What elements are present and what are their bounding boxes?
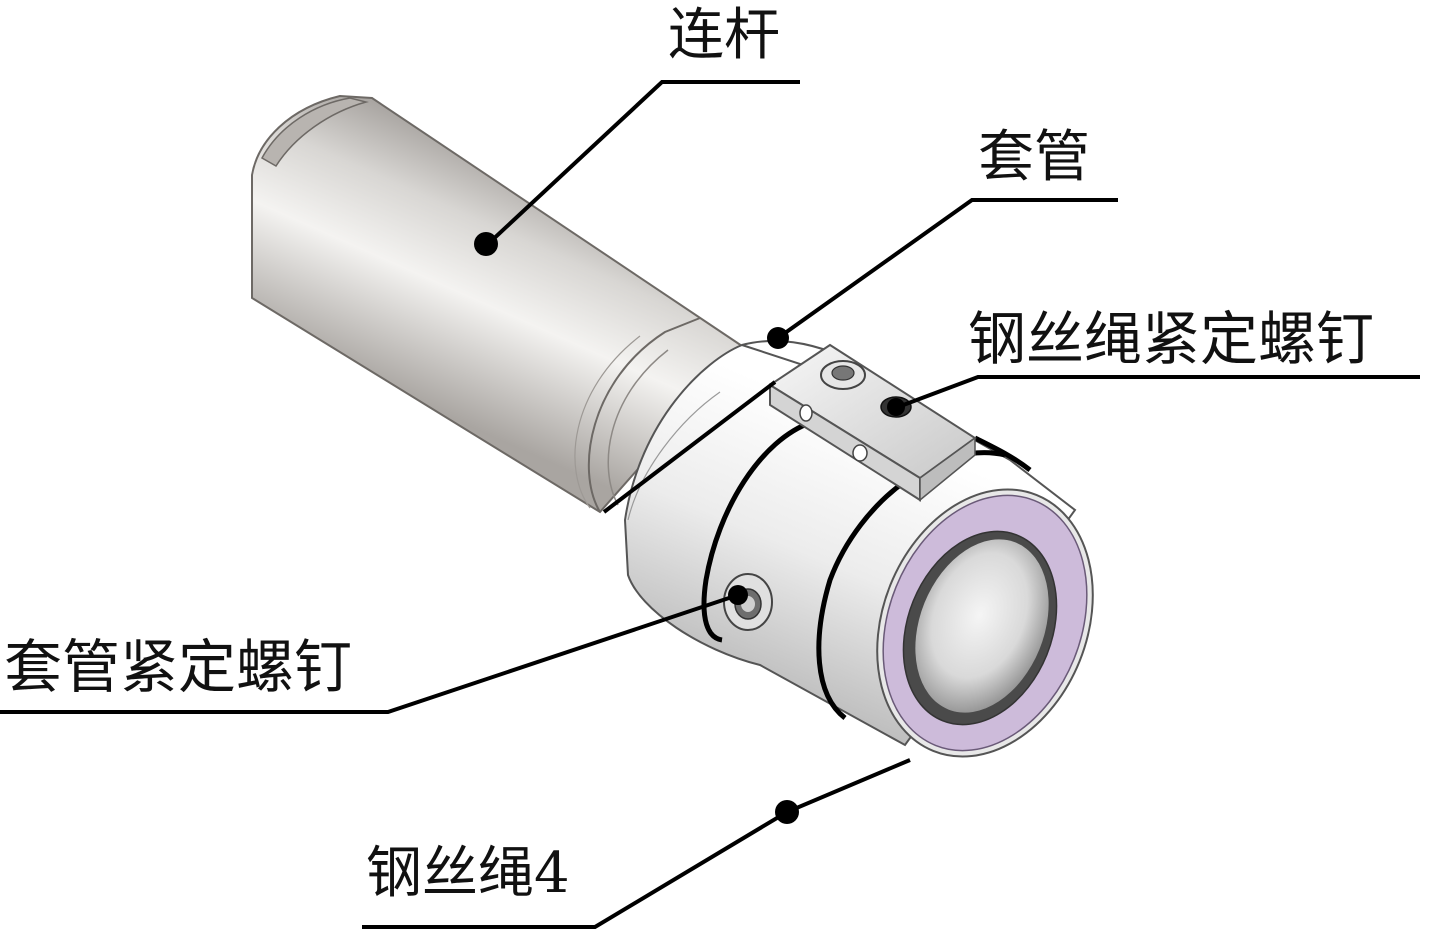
clamp-plate xyxy=(768,343,977,502)
label-sleeve-set-screw: 套管紧定螺钉 xyxy=(4,633,353,701)
sleeve-front-face xyxy=(876,488,1094,758)
wire-tail xyxy=(602,380,777,514)
dot-sleeve-screw xyxy=(728,585,748,605)
leader-sleeve-screw xyxy=(0,593,739,714)
leader-sleeve xyxy=(776,198,1118,340)
leader-rod xyxy=(486,80,800,246)
label-wire-rope-set-screw: 钢丝绳紧定螺钉 xyxy=(968,305,1375,373)
dot-rod xyxy=(474,232,498,256)
label-sleeve: 套管 xyxy=(978,125,1090,190)
label-wire-rope: 钢丝绳4 xyxy=(366,841,570,906)
leader-lines xyxy=(0,80,1420,929)
connecting-rod xyxy=(251,94,747,514)
dot-wire-screw xyxy=(887,398,905,416)
leader-wire-screw xyxy=(897,375,1420,409)
label-connecting-rod: 连杆 xyxy=(668,3,780,68)
callout-dots xyxy=(474,232,905,824)
dot-sleeve xyxy=(767,327,789,349)
dot-wire-rope xyxy=(775,800,799,824)
leader-wire-rope xyxy=(362,758,911,929)
